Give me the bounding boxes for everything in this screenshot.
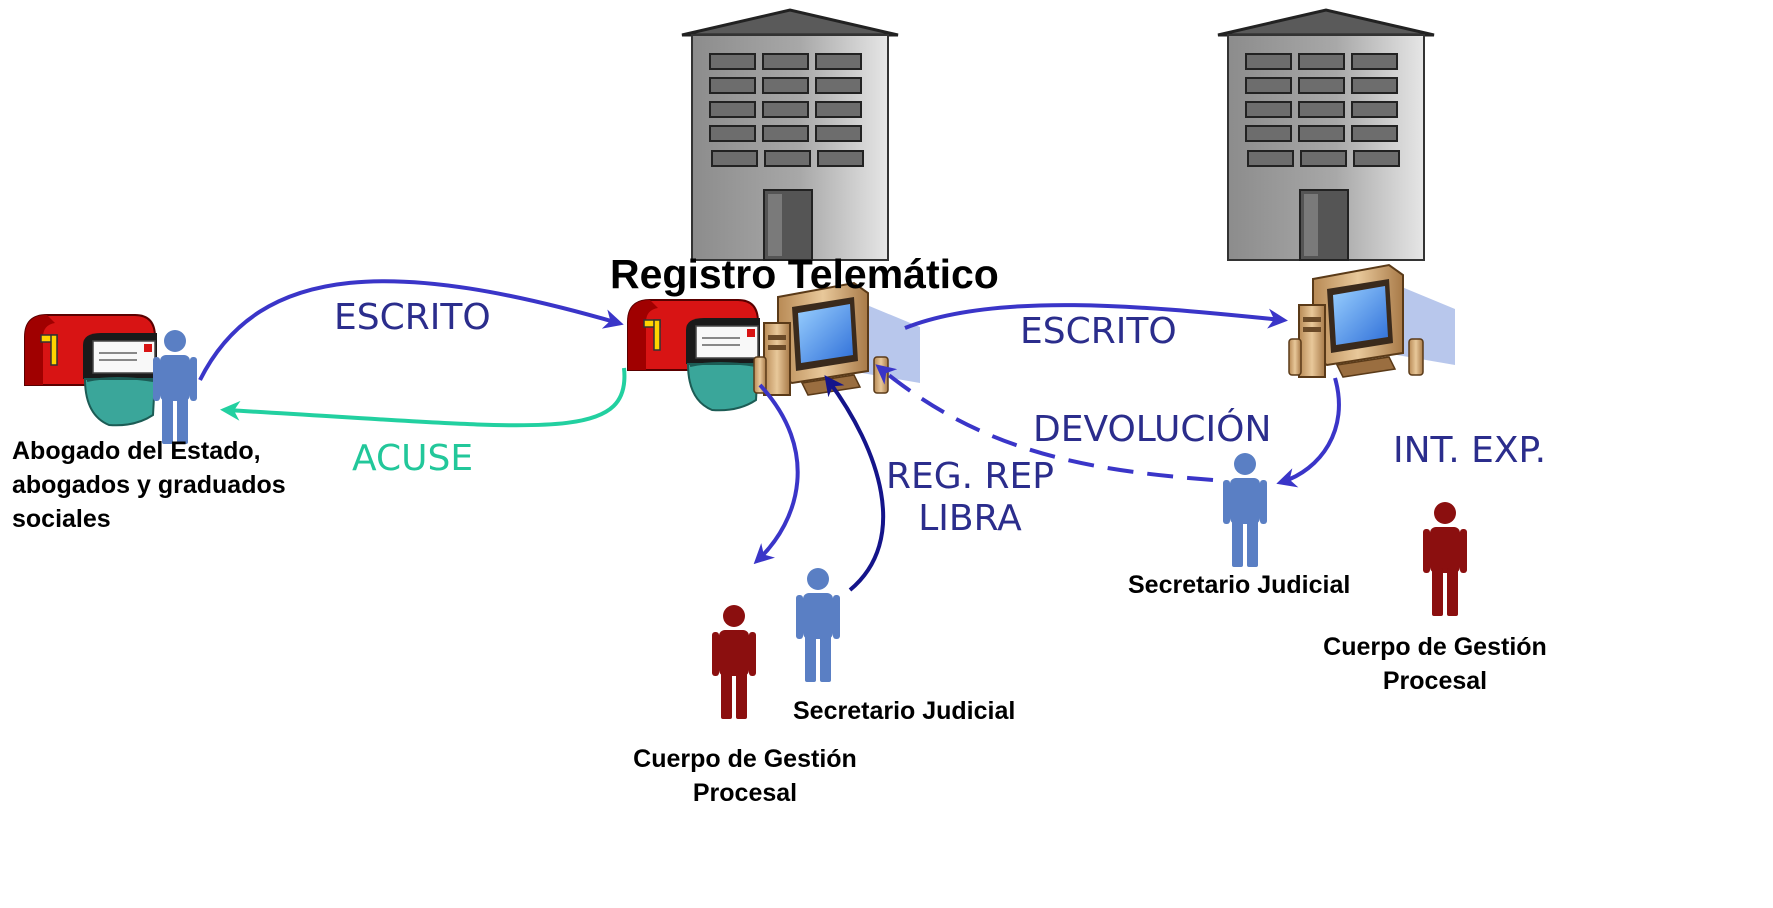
flow-label-escrito-right: ESCRITO (1020, 311, 1177, 352)
actor-label-cuerpo-left-line1: Cuerpo de Gestión (633, 745, 857, 773)
person-icon-abogado (153, 330, 197, 444)
actor-label-secretario-right: Secretario Judicial (1128, 571, 1351, 599)
flow-label-devolucion: DEVOLUCIÓN (1033, 409, 1272, 450)
actor-label-cuerpo-right-line1: Cuerpo de Gestión (1323, 633, 1547, 661)
page-title: Registro Telemático (610, 251, 999, 297)
arrow-devolucion (875, 364, 1214, 482)
person-icon-cuerpo-left (712, 605, 756, 719)
actor-label-abogado-line2: abogados y graduados (12, 471, 286, 499)
actor-label-abogado-line1: Abogado del Estado, (12, 437, 261, 465)
flow-label-reg-rep-line1: REG. REP (885, 456, 1054, 497)
arrow-to-cuerpo-left (753, 383, 800, 565)
person-icon-secretario-left (796, 568, 840, 682)
arrow-escrito-left (198, 279, 624, 381)
computer-icon-juzgado (1288, 264, 1456, 378)
actor-label-cuerpo-left: Cuerpo de Gestión Procesal (600, 742, 890, 810)
flow-label-escrito-left: ESCRITO (334, 297, 491, 338)
flow-label-int-exp: INT. EXP. (1393, 430, 1547, 471)
arrow-to-secretario-right (1276, 377, 1341, 488)
actor-label-cuerpo-right-line2: Procesal (1382, 667, 1488, 695)
flow-label-reg-rep: REG. REP LIBRA (880, 456, 1060, 540)
arrow-reg-rep (824, 375, 886, 592)
person-icon-cuerpo-right (1423, 502, 1467, 616)
person-icon-secretario-right (1223, 453, 1267, 567)
actor-label-abogado-line3: sociales (12, 505, 111, 533)
arrow-escrito-right (904, 303, 1288, 330)
mailbox-icon-registro (627, 299, 761, 412)
arrow-acuse (220, 367, 627, 428)
actor-label-abogado: Abogado del Estado, abogados y graduados… (12, 434, 286, 536)
actor-label-cuerpo-right: Cuerpo de Gestión Procesal (1290, 630, 1580, 698)
building-icon-registro (680, 8, 900, 262)
flow-label-acuse: ACUSE (352, 438, 474, 479)
flow-label-reg-rep-line2: LIBRA (918, 498, 1022, 539)
mailbox-icon-abogado (24, 314, 158, 427)
actor-label-secretario-left: Secretario Judicial (793, 697, 1016, 725)
actor-label-cuerpo-left-line2: Procesal (692, 779, 798, 807)
building-icon-juzgado (1216, 8, 1436, 262)
